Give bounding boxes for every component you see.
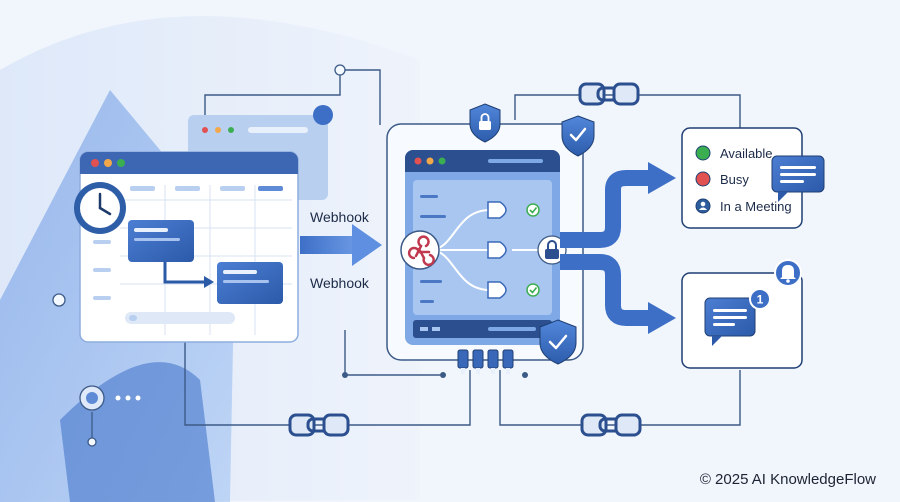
shield-check-icon (561, 115, 595, 157)
window-close-dot (91, 159, 99, 167)
webhook-label-top: Webhook (310, 209, 370, 225)
chain-link-icon (578, 82, 640, 106)
status-available-label: Available (720, 146, 773, 161)
webhook-label-bottom: Webhook (310, 275, 370, 291)
chain-link-icon (288, 413, 350, 437)
shield-lock-icon (469, 103, 501, 143)
window-minimize-dot (104, 159, 112, 167)
node-dot (52, 293, 66, 307)
chat-badge (749, 288, 771, 310)
webhook-icon (400, 230, 440, 270)
status-available-dot (695, 145, 711, 161)
lock-icon (537, 235, 567, 265)
clock-icon (74, 182, 126, 234)
status-busy-dot (695, 171, 711, 187)
output-arrow-top (560, 162, 676, 248)
chain-link-icon (580, 413, 642, 437)
bell-icon (774, 259, 802, 287)
calendar-window (79, 151, 299, 343)
central-hub (386, 123, 584, 374)
output-arrow-bottom (560, 254, 676, 334)
status-meeting-label: In a Meeting (720, 199, 792, 214)
copyright-text: © 2025 AI KnowledgeFlow (699, 471, 876, 488)
chat-bubble-icon (771, 155, 825, 202)
shield-check-icon (539, 319, 577, 365)
status-busy-label: Busy (720, 172, 749, 187)
status-card: Available Busy In a Meeting (681, 127, 803, 229)
webhook-arrow (300, 224, 382, 266)
chat-badge-count: 1 (757, 293, 764, 307)
window-maximize-dot (117, 159, 125, 167)
notification-card: 1 (681, 272, 803, 369)
node-dot (334, 64, 346, 76)
